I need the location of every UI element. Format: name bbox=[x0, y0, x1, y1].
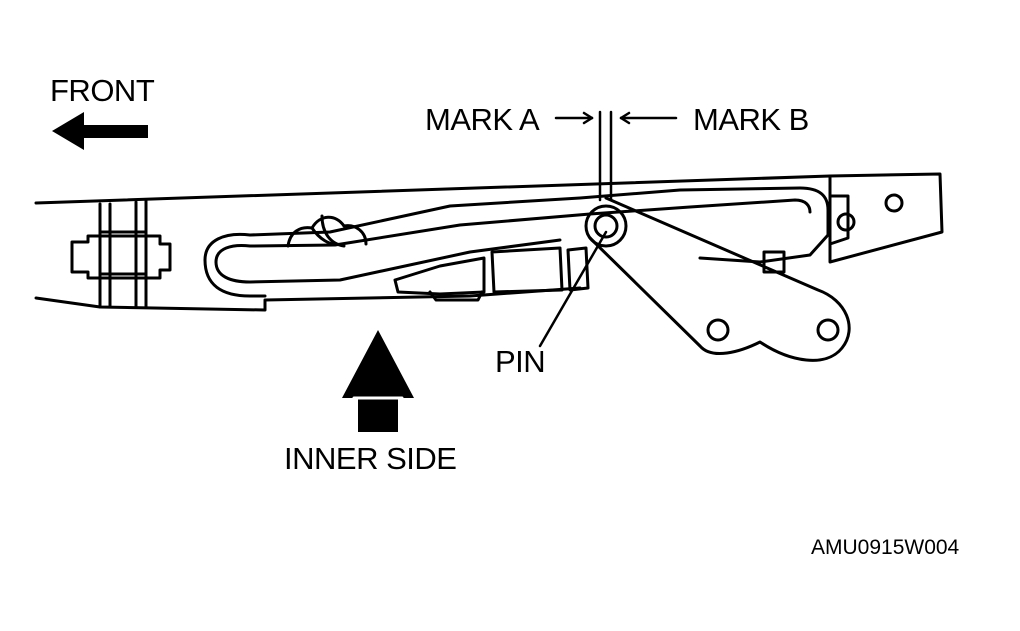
inner-side-arrow-icon bbox=[342, 330, 414, 432]
pin-label: PIN bbox=[495, 344, 546, 379]
pin bbox=[584, 204, 628, 248]
mark-a-label: MARK A bbox=[425, 102, 540, 137]
pin-leader-line bbox=[538, 230, 608, 348]
mark-b-label: MARK B bbox=[693, 102, 809, 137]
figure-code: AMU0915W004 bbox=[811, 536, 960, 559]
inner-side-label: INNER SIDE bbox=[284, 441, 457, 476]
front-label: FRONT bbox=[50, 73, 155, 108]
lock-plate bbox=[203, 172, 944, 302]
mark-lines bbox=[554, 110, 678, 202]
lever-arm bbox=[588, 193, 904, 362]
front-arrow-icon bbox=[52, 112, 148, 150]
seat-rail bbox=[34, 174, 832, 312]
